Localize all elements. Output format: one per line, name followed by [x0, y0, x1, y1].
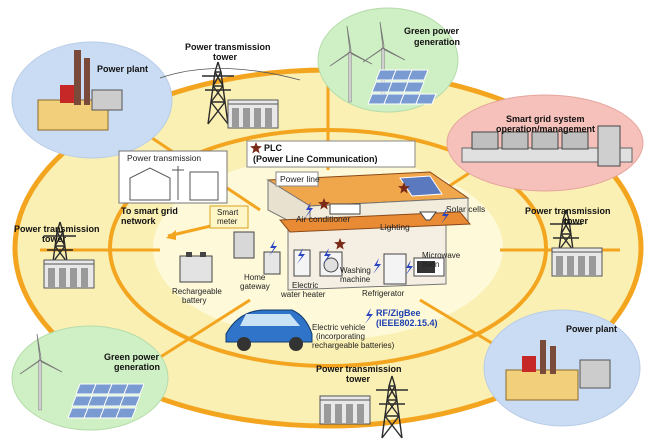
control-room-icon — [461, 125, 633, 167]
rf-zigbee-label: RF/ZigBee(IEEE802.15.4) — [376, 308, 438, 328]
substation-bottom-icon — [319, 395, 371, 425]
lighting-icon — [419, 211, 437, 221]
power-plant-icon — [37, 50, 123, 131]
substation-top-icon — [227, 99, 279, 129]
power-plant-label-bottom: Power plant — [566, 324, 617, 334]
power-line-label: Power line — [280, 174, 320, 184]
solar-cells-label: Solar cells — [446, 204, 485, 214]
air-conditioner-label: Air conditioner — [296, 214, 351, 224]
power-plant-label-top: Power plant — [97, 64, 148, 74]
power-transmission-box-label: Power transmission — [127, 153, 201, 163]
power-transmission-box — [118, 150, 228, 204]
house-outline-icon — [129, 166, 219, 201]
smart-meter-icon — [233, 231, 255, 259]
home-gateway-icon — [263, 251, 281, 275]
air-conditioner-icon — [329, 203, 361, 215]
green-power-bubble-top — [317, 7, 459, 113]
solar-panels-icon-bottom — [67, 383, 145, 419]
refrigerator-icon — [383, 253, 407, 285]
lighting-label: Lighting — [380, 222, 410, 232]
power-line-tag — [275, 171, 319, 187]
substation-right-icon — [551, 247, 603, 277]
plc-box — [246, 140, 416, 168]
substation-left-icon — [43, 259, 95, 289]
rechargeable-battery-icon — [179, 252, 213, 283]
electric-vehicle-icon — [225, 309, 313, 351]
refrigerator-label: Refrigerator — [362, 289, 405, 298]
smart-meter-label-box — [209, 205, 249, 229]
water-heater-icon — [293, 249, 311, 277]
plc-label: PLC(Power Line Communication) — [253, 143, 378, 164]
power-plant-icon-bottom — [505, 340, 611, 401]
